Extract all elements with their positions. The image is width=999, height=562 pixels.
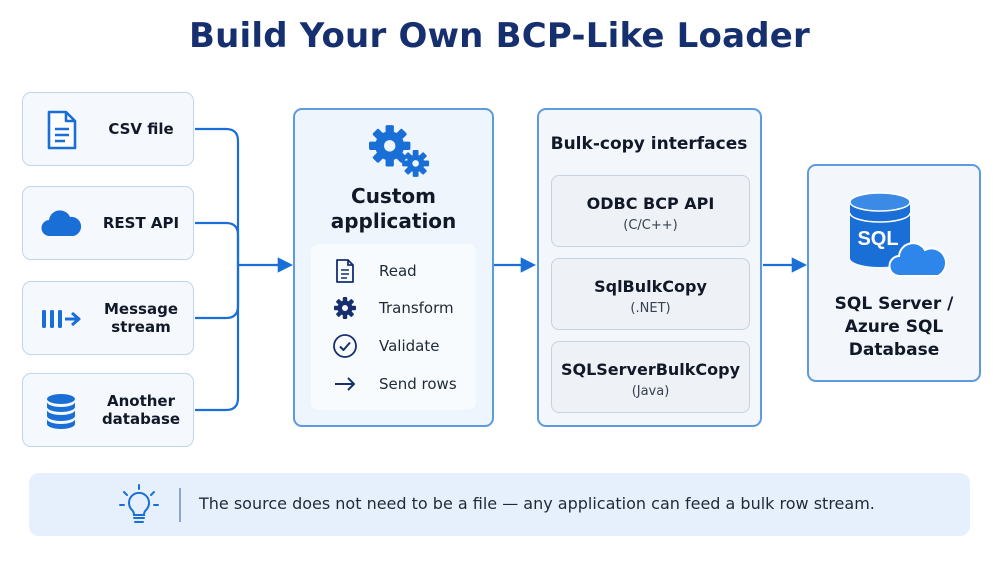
application-title: Custom application [330,184,457,233]
document-icon [336,259,354,283]
interface-sqlbulkcopy: SqlBulkCopy (.NET) [551,258,750,330]
source-rest-api: REST API [22,186,194,260]
step-send-rows: Send rows [311,369,476,399]
step-read: Read [311,256,476,286]
message-stream-icon [42,310,81,328]
interface-language: (.NET) [630,301,671,316]
document-icon [47,110,77,150]
interface-sqlserverbulkcopy: SQLServerBulkCopy (Java) [551,341,750,413]
lightbulb-icon [119,484,159,523]
gear-icon [334,297,356,319]
check-circle-icon [333,334,357,358]
connector-csv [195,127,240,265]
page-title: Build Your Own BCP-Like Loader [189,16,810,56]
interface-name: SqlBulkCopy [594,277,707,296]
application-steps: Read Transform Validate [311,244,476,410]
sql-database-cloud-icon: SQL [849,192,948,278]
interface-name: SQLServerBulkCopy [560,360,741,379]
source-csv-file: CSV file [22,92,194,166]
step-label: Read [379,262,417,280]
interface-language: (C/C++) [623,218,678,233]
step-label: Send rows [379,375,457,393]
bulk-copy-title: Bulk-copy interfaces [550,134,748,154]
source-label: Message stream [104,300,178,336]
step-validate: Validate [311,331,476,361]
step-label: Transform [379,299,454,317]
source-label: CSV file [108,120,174,138]
destination-label: SQL Server / Azure SQL Database [834,294,954,360]
step-transform: Transform [311,293,476,323]
source-label: Another database [101,392,181,428]
database-icon [47,394,75,429]
source-message-stream: Message stream [22,281,194,355]
sql-label: SQL [857,228,898,250]
source-another-database: Another database [22,373,194,447]
source-label: REST API [102,214,180,232]
gears-icon [369,125,430,177]
step-label: Validate [379,337,440,355]
connector-db [195,265,240,412]
interface-language: (Java) [631,384,670,399]
interface-name: ODBC BCP API [586,194,715,213]
arrow-right-icon [335,377,355,391]
tip-text: The source does not need to be a file — … [199,494,875,513]
interface-odbc-bcp-api: ODBC BCP API (C/C++) [551,175,750,247]
cloud-icon [41,210,82,237]
tip-bar: The source does not need to be a file — … [29,473,970,536]
tip-divider [179,488,181,522]
connector-rest [195,221,240,265]
connector-stream [195,265,240,320]
